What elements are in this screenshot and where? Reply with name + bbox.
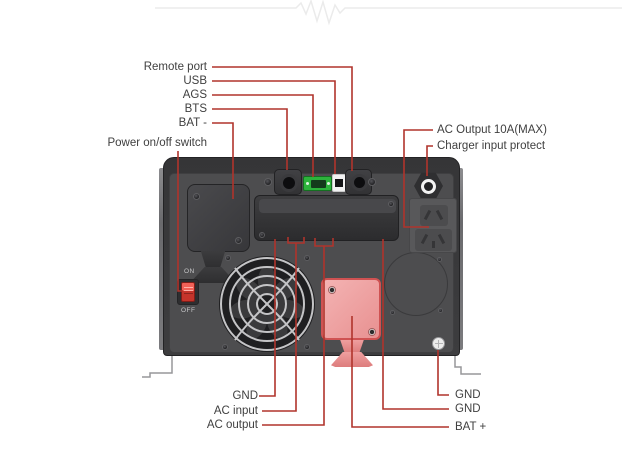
screw-icon [438, 308, 443, 313]
label-remote-port: Remote port [143, 61, 207, 73]
remote-jack-icon [351, 174, 368, 191]
switch-on-label: ON [184, 268, 195, 275]
leader-bts [212, 108, 288, 170]
screw-hole-icon [368, 178, 376, 186]
leader-gnd-left [259, 239, 276, 397]
ac-outlet-plate [409, 198, 457, 253]
ags-slot-icon [311, 180, 326, 188]
screw-icon [437, 257, 442, 262]
switch-off-label: OFF [181, 307, 196, 314]
screw-icon [390, 310, 395, 315]
terminal-cover-ridge [259, 199, 396, 213]
screw-icon [388, 201, 394, 207]
bat-minus-cover [187, 184, 250, 252]
label-bat-plus: BAT + [455, 421, 487, 433]
label-ags: AGS [182, 89, 207, 101]
screw-icon [328, 286, 336, 294]
label-ac-output-max: AC Output 10A(MAX) [437, 124, 547, 136]
ac-outlet-bottom [415, 229, 452, 251]
label-usb: USB [183, 75, 207, 87]
label-gnd-right-1: GND [455, 389, 481, 401]
leader-ac-output-max [403, 129, 433, 228]
screw-icon [304, 344, 310, 350]
ags-terminal [303, 176, 332, 191]
outlet-slot-icon [432, 241, 435, 248]
bts-jack-icon [280, 174, 298, 192]
screw-icon [368, 328, 376, 336]
screw-slot [438, 339, 439, 348]
label-bat-minus: BAT - [178, 117, 207, 129]
ags-screw-icon [327, 182, 330, 185]
inverter-rear-panel: ON OFF [163, 157, 460, 367]
terminal-cover [254, 195, 399, 241]
leader-bat-plus [351, 316, 449, 428]
bat-minus-gland-neck [200, 251, 226, 268]
mounting-bracket-right [454, 356, 481, 375]
label-ac-output: AC output [206, 419, 258, 431]
leader-ac-output [262, 238, 334, 426]
screw-icon [225, 255, 231, 261]
leader-power-switch [177, 151, 183, 292]
label-power-switch: Power on/off switch [107, 137, 207, 149]
leader-gnd-right-1 [437, 350, 449, 396]
ground-screw [432, 337, 445, 350]
rocker-ridge [184, 287, 193, 288]
power-switch-rocker-icon [181, 282, 195, 302]
label-ac-input: AC input [213, 405, 258, 417]
mounting-bracket-left [142, 356, 173, 378]
leader-ags [212, 94, 314, 177]
charger-input-protect-breaker [414, 172, 443, 200]
screw-icon [235, 237, 242, 244]
leader-charger-input-protect [426, 145, 433, 176]
chassis-left-edge [159, 168, 165, 350]
rocker-ridge [184, 293, 193, 294]
power-switch [177, 279, 199, 305]
fan-blades-icon [229, 266, 305, 339]
screw-icon [193, 193, 200, 200]
leader-usb [212, 80, 336, 174]
pulse-watermark [155, 0, 622, 26]
pulse-line [155, 0, 622, 26]
screw-icon [304, 255, 310, 261]
screw-hole-icon [264, 178, 272, 186]
label-bts: BTS [184, 103, 207, 115]
bts-port [274, 169, 302, 195]
breaker-ring-icon [421, 179, 436, 194]
cooling-fan [219, 256, 315, 352]
screw-icon [259, 232, 265, 238]
fan-grille-icon [220, 257, 314, 351]
bat-plus-cover [321, 278, 381, 340]
leader-gnd-right-2 [382, 239, 449, 410]
leader-bat-minus [212, 122, 234, 199]
rocker-ridge [184, 290, 193, 291]
label-charger-input-protect: Charger input protect [437, 140, 546, 152]
label-gnd-right-2: GND [455, 403, 481, 415]
leader-ac-input [262, 237, 305, 412]
bat-minus-gland-foot [192, 267, 234, 283]
leader-remote-port [212, 66, 353, 171]
usb-slot-icon [335, 179, 343, 187]
screw-icon [222, 344, 228, 350]
ags-screw-icon [306, 182, 309, 185]
ac-outlet-top [420, 205, 448, 226]
label-gnd-left: GND [232, 390, 258, 402]
